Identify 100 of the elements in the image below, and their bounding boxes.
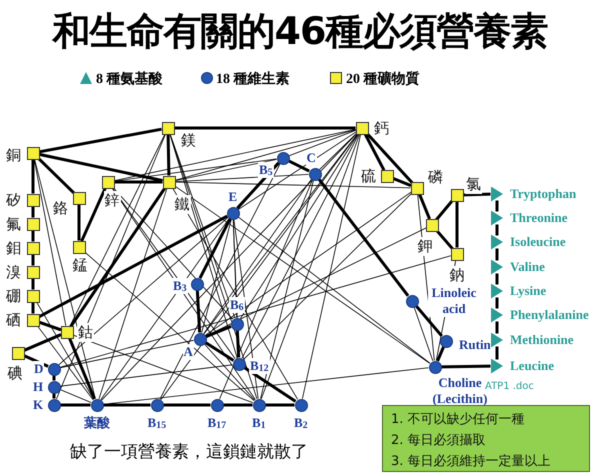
connector-line bbox=[496, 298, 498, 308]
connector-line bbox=[392, 177, 412, 187]
connector-line bbox=[203, 178, 312, 334]
connector-line bbox=[204, 343, 256, 401]
vitamin-circle bbox=[440, 334, 452, 348]
connector-line bbox=[496, 322, 498, 334]
connector-line bbox=[166, 134, 170, 176]
vitamin-circle bbox=[294, 398, 308, 412]
mineral-square bbox=[380, 170, 394, 182]
node-label: 銅 bbox=[5, 146, 22, 164]
connector-line bbox=[496, 346, 498, 360]
connector-line bbox=[100, 218, 230, 400]
connector-line bbox=[38, 320, 62, 332]
mineral-square bbox=[356, 122, 368, 134]
connector-line bbox=[111, 186, 236, 360]
connector-line bbox=[496, 248, 498, 260]
mineral-square bbox=[426, 218, 438, 232]
connector-line bbox=[60, 404, 90, 406]
connector-line bbox=[496, 224, 498, 236]
connector-line bbox=[69, 133, 166, 327]
note-text: 2. 每日必須攝取 bbox=[391, 432, 487, 450]
node-label: 鉻 bbox=[52, 198, 69, 218]
mineral-square bbox=[26, 290, 40, 302]
connector-line bbox=[318, 178, 410, 297]
node-label: 鉬 bbox=[5, 238, 22, 258]
node-label: B$_{6}$ bbox=[229, 297, 245, 313]
node-label: 矽 bbox=[5, 190, 22, 210]
note-text: 1. 不可以缺少任何一種 bbox=[391, 411, 526, 429]
connector-line bbox=[32, 254, 34, 266]
connector-line bbox=[36, 324, 94, 400]
vitamin-circle bbox=[48, 380, 60, 394]
node-label: 鉀 bbox=[416, 236, 434, 256]
legend-text: 18 種維生素 bbox=[216, 70, 290, 88]
vitamin-circle bbox=[276, 152, 290, 164]
connector-line bbox=[52, 394, 56, 398]
connector-line bbox=[441, 364, 491, 368]
connector-line bbox=[69, 186, 167, 328]
connector-line bbox=[224, 404, 252, 406]
connector-line bbox=[98, 188, 168, 400]
connector-line bbox=[32, 278, 34, 290]
connector-line bbox=[83, 250, 255, 402]
connector-line bbox=[23, 354, 49, 368]
connector-line bbox=[80, 187, 107, 242]
connector-line bbox=[204, 341, 234, 362]
connector-line bbox=[32, 230, 34, 242]
connector-line bbox=[244, 366, 296, 403]
connector-line bbox=[60, 364, 233, 387]
connector-line bbox=[240, 133, 359, 319]
caption: 缺了一項營養素，這鎖鏈就散了 bbox=[70, 441, 308, 463]
mineral-square bbox=[26, 314, 40, 326]
connector-line bbox=[174, 129, 356, 181]
node-label: 氟 bbox=[5, 214, 22, 234]
connector-line bbox=[114, 158, 277, 182]
connector-line bbox=[104, 404, 150, 406]
node-label: 氯 bbox=[465, 174, 482, 194]
connector-line bbox=[39, 128, 162, 154]
mineral-square bbox=[162, 122, 174, 134]
connector-line bbox=[238, 216, 430, 364]
connector-line bbox=[196, 290, 202, 333]
vitamin-circle bbox=[232, 358, 246, 370]
connector-line bbox=[52, 376, 56, 380]
vitamin-circle bbox=[150, 398, 164, 412]
connector-line bbox=[242, 133, 360, 359]
node-label: B$_{12}$ bbox=[249, 358, 270, 374]
connector-line bbox=[236, 330, 240, 358]
connector-line bbox=[172, 187, 298, 400]
vitamin-circle bbox=[48, 362, 60, 376]
node-label: Tryptophan bbox=[509, 186, 578, 202]
connector-line bbox=[260, 134, 360, 400]
mineral-square bbox=[26, 194, 40, 206]
node-label: 磷 bbox=[427, 168, 444, 186]
mineral-square bbox=[26, 242, 40, 254]
node-label: 鋅 bbox=[104, 190, 120, 210]
connector-line bbox=[160, 163, 280, 400]
connector-line bbox=[232, 219, 238, 318]
connector-line bbox=[232, 219, 240, 358]
connector-line bbox=[169, 134, 238, 358]
mineral-square bbox=[450, 248, 464, 260]
connector-line bbox=[319, 132, 358, 170]
connector-line bbox=[204, 191, 412, 336]
mineral-square bbox=[410, 182, 424, 194]
connector-line bbox=[204, 132, 358, 334]
connector-line bbox=[164, 404, 210, 406]
node-label: 葉酸 bbox=[83, 414, 111, 432]
connector-line bbox=[56, 134, 166, 400]
node-label: 鈉 bbox=[448, 266, 466, 284]
connector-line bbox=[60, 255, 452, 368]
connector-line bbox=[34, 158, 96, 400]
connector-line bbox=[68, 337, 96, 400]
node-label: Lysine bbox=[509, 283, 548, 299]
node-label: 錳 bbox=[72, 256, 88, 274]
connector-line bbox=[60, 389, 92, 403]
connector-line bbox=[175, 182, 411, 188]
connector-line bbox=[58, 216, 228, 366]
connector-line bbox=[364, 133, 386, 171]
connector-line bbox=[114, 180, 162, 184]
connector-line bbox=[219, 180, 313, 400]
connector-line bbox=[112, 186, 234, 320]
node-label: 硼 bbox=[5, 286, 22, 306]
connector-line bbox=[496, 200, 498, 212]
